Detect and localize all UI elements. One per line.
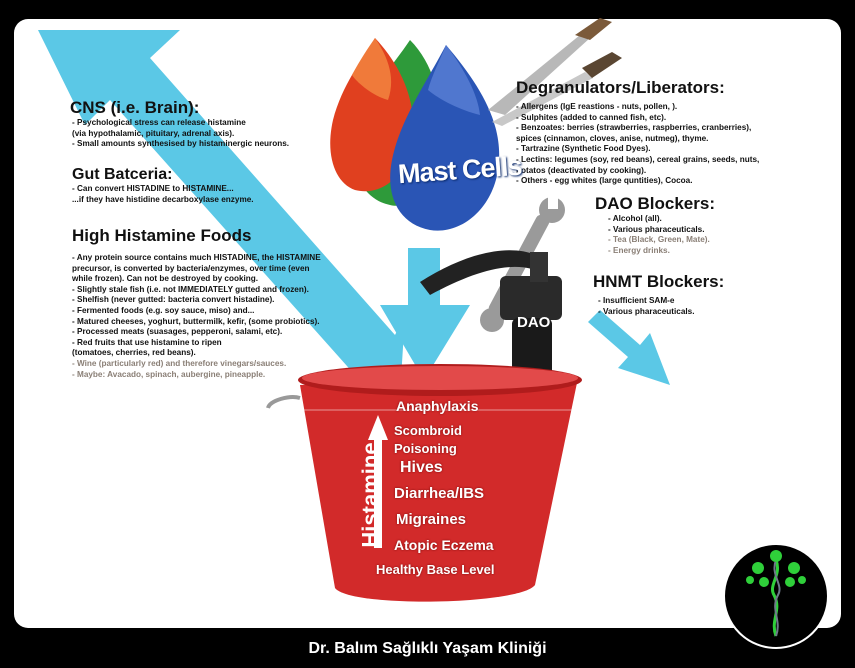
- dao-blockers-grey-item: - Energy drinks.: [608, 245, 670, 255]
- foods-item: precursor, is converted by bacteria/enzy…: [72, 263, 310, 273]
- cns-list: - Psychological stress can release hista…: [72, 118, 289, 150]
- degranulators-item: - Allergens (IgE reastions - nuts, polle…: [516, 102, 678, 111]
- foods-item: - Red fruits that use histamine to ripen: [72, 337, 222, 347]
- hnmt-item: - Various pharaceuticals.: [598, 306, 695, 316]
- knife-icon: [488, 18, 622, 126]
- big-arrow-icon: [38, 30, 405, 395]
- level-poisoning: Poisoning: [394, 441, 457, 456]
- dao-pump-label: DAO: [517, 314, 551, 331]
- dao-blockers-list: - Alcohol (all). - Various pharaceutical…: [608, 214, 710, 256]
- down-arrow-icon: [380, 248, 470, 380]
- level-healthy-base: Healthy Base Level: [376, 562, 495, 577]
- degranulators-list: - Allergens (IgE reastions - nuts, polle…: [516, 102, 759, 187]
- balloon-icon: [330, 38, 500, 231]
- level-anaphylaxis: Anaphylaxis: [396, 398, 479, 414]
- degranulators-item: - Others - egg whites (large quntities),…: [516, 176, 693, 186]
- hnmt-item: - Insufficient SAM-e: [598, 296, 675, 305]
- hnmt-list: - Insufficient SAM-e - Various pharaceut…: [598, 296, 694, 317]
- degranulators-item: potatos (deactivated by cooking).: [516, 165, 647, 175]
- dao-blockers-item: - Various pharaceuticals.: [608, 224, 705, 234]
- foods-item: while frozen). Can not be destroyed by c…: [72, 274, 259, 284]
- level-atopic-eczema: Atopic Eczema: [394, 537, 494, 553]
- cns-item: (via hypothalamic, pituitary, adrenal ax…: [72, 128, 235, 138]
- dao-blockers-title: DAO Blockers:: [595, 194, 715, 213]
- bucket-icon: [266, 364, 582, 602]
- foods-grey-item: - Wine (particularly red) and therefore …: [72, 358, 287, 368]
- degranulators-item: spices (cinnamon, cloves, anise, nutmeg)…: [516, 133, 709, 143]
- gut-item: ...if they have histidine decarboxylase …: [72, 194, 254, 204]
- foods-list: - Any protein source contains much HISTA…: [72, 253, 321, 380]
- degranulators-item: - Tartrazine (Synthetic Food Dyes).: [516, 144, 651, 154]
- level-diarrhea: Diarrhea/IBS: [394, 485, 485, 502]
- gut-item: - Can convert HISTADINE to HISTAMINE...: [72, 184, 234, 193]
- degranulators-item: - Lectins: legumes (soy, red beans), cer…: [516, 154, 760, 164]
- level-migraines: Migraines: [396, 511, 467, 528]
- degranulators-item: - Sulphites (added to canned fish, etc).: [516, 112, 667, 122]
- footer-caption: Dr. Balım Sağlıklı Yaşam Kliniği: [308, 640, 547, 657]
- foods-item: - Fermented foods (e.g. soy sauce, miso)…: [72, 305, 255, 315]
- degranulators-item: - Benzoates: berries (strawberries, rasp…: [516, 123, 752, 133]
- foods-item: (tomatoes, cherries, red beans).: [72, 348, 196, 358]
- level-scombroid: Scombroid: [394, 423, 462, 438]
- cns-item: - Small amounts synthesised by histamine…: [72, 139, 290, 149]
- gut-list: - Can convert HISTADINE to HISTAMINE... …: [72, 184, 254, 205]
- gut-title: Gut Batceria:: [72, 166, 173, 183]
- dao-blockers-item: - Alcohol (all).: [608, 214, 662, 223]
- foods-item: - Shelfish (never gutted: bacteria conve…: [72, 295, 275, 305]
- degranulators-title: Degranulators/Liberators:: [516, 78, 725, 97]
- histamine-label: Histamine: [357, 442, 383, 548]
- foods-item: - Matured cheeses, yoghurt, buttermilk, …: [72, 316, 320, 326]
- foods-grey-item: - Maybe: Avacado, spinach, aubergine, pi…: [72, 369, 266, 379]
- foods-item: - Processed meats (suasages, pepperoni, …: [72, 327, 283, 337]
- cns-item: - Psychological stress can release hista…: [72, 118, 246, 127]
- tree-logo-icon: [723, 543, 829, 649]
- level-hives: Hives: [400, 459, 443, 476]
- cns-title: CNS (i.e. Brain):: [70, 98, 200, 117]
- foods-item: - Any protein source contains much HISTA…: [72, 253, 321, 262]
- foods-title: High Histamine Foods: [72, 226, 252, 245]
- right-arrow-icon: [588, 310, 670, 385]
- hnmt-title: HNMT Blockers:: [593, 272, 725, 291]
- foods-item: - Slightly stale fish (i.e. not IMMEDIAT…: [72, 284, 309, 294]
- dao-blockers-grey-item: - Tea (Black, Green, Mate).: [608, 235, 710, 245]
